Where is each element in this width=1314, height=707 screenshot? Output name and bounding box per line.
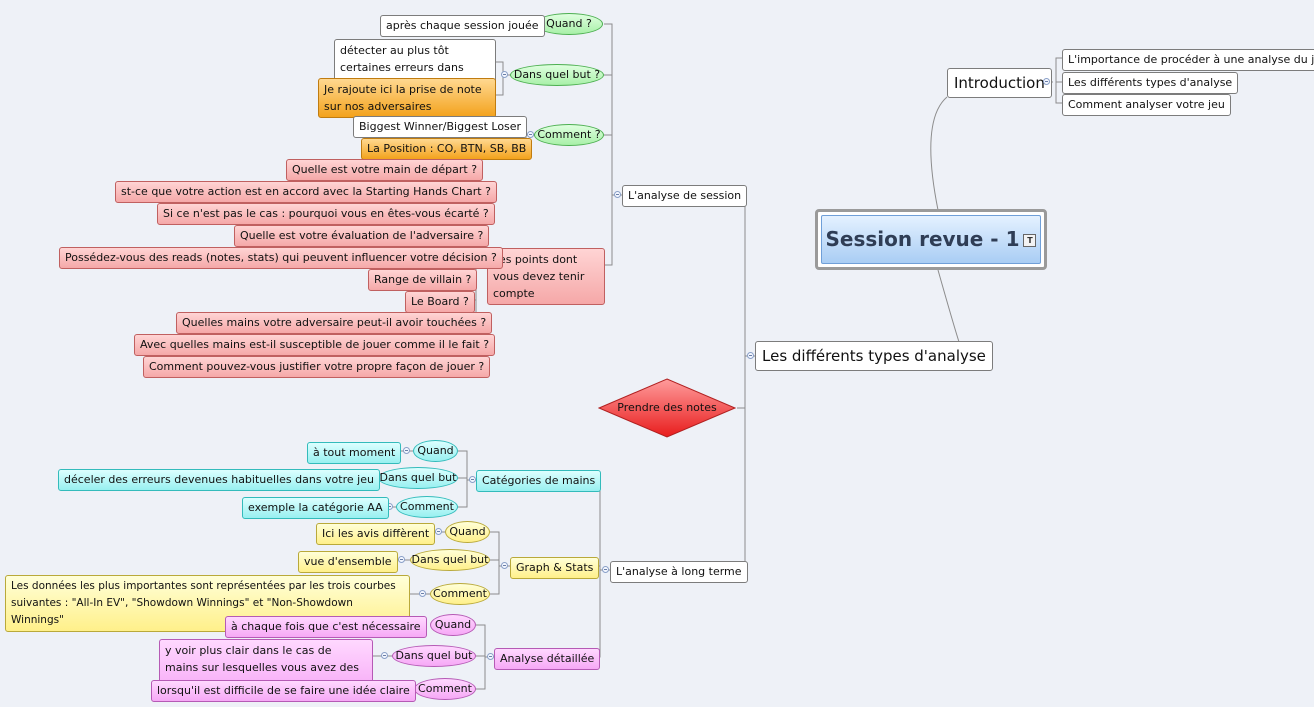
collapse-icon[interactable]: [602, 566, 609, 573]
node-comment[interactable]: Comment ?: [534, 124, 604, 146]
intro-item[interactable]: Les différents types d'analyse: [1062, 72, 1239, 94]
node-dans-quel-but[interactable]: Dans quel but: [410, 549, 490, 571]
node-dans-quel-but[interactable]: Dans quel but: [378, 467, 458, 489]
topic-introduction[interactable]: Introduction: [947, 68, 1052, 98]
topic-label: Les différents types d'analyse: [762, 347, 986, 365]
collapse-icon[interactable]: [487, 653, 494, 660]
points-item[interactable]: Le Board ?: [405, 291, 475, 313]
node-analyse-detaillee[interactable]: Analyse détaillée: [494, 648, 601, 670]
points-item[interactable]: Avec quelles mains est-il susceptible de…: [134, 334, 496, 356]
detail-quand-value[interactable]: à chaque fois que c'est nécessaire: [225, 616, 427, 638]
collapse-icon[interactable]: [419, 590, 426, 597]
collapse-icon[interactable]: [435, 528, 442, 535]
node-comment[interactable]: Comment: [396, 496, 458, 518]
collapse-icon[interactable]: [381, 652, 388, 659]
node-graph-stats[interactable]: Graph & Stats: [510, 557, 600, 579]
collapse-icon[interactable]: [501, 562, 508, 569]
topic-analyse-session[interactable]: L'analyse de session: [622, 185, 748, 207]
topic-analyse-long-terme[interactable]: L'analyse à long terme: [610, 561, 748, 583]
categories-but-value[interactable]: déceler des erreurs devenues habituelles…: [58, 469, 380, 491]
points-item[interactable]: Comment pouvez-vous justifier votre prop…: [143, 356, 491, 378]
node-quand[interactable]: Quand ?: [535, 13, 603, 35]
categories-comment-value[interactable]: exemple la catégorie AA: [242, 497, 389, 519]
node-comment[interactable]: Comment: [430, 583, 490, 605]
collapse-icon[interactable]: [501, 71, 508, 78]
points-item[interactable]: Si ce n'est pas le cas : pourquoi vous e…: [157, 203, 495, 225]
categories-quand-value[interactable]: à tout moment: [307, 442, 402, 464]
collapse-icon[interactable]: [469, 476, 476, 483]
node-dans-quel-but[interactable]: Dans quel but ?: [510, 64, 604, 86]
node-prendre-des-notes[interactable]: Prendre des notes: [598, 378, 736, 438]
topic-types-analyse[interactable]: Les différents types d'analyse: [755, 341, 993, 371]
points-item[interactable]: Range de villain ?: [368, 269, 478, 291]
points-item[interactable]: st-ce que votre action est en accord ave…: [115, 181, 497, 203]
collapse-icon[interactable]: [614, 191, 621, 198]
points-item[interactable]: Possédez-vous des reads (notes, stats) q…: [59, 247, 503, 269]
collapse-icon[interactable]: [1043, 78, 1050, 85]
node-points[interactable]: Les points dont vous devez tenir compte: [487, 248, 605, 305]
diamond-label: Prendre des notes: [617, 401, 717, 414]
text-note-icon[interactable]: T: [1023, 234, 1037, 247]
topic-label: Introduction: [954, 74, 1045, 92]
central-topic-title: Session revue - 1: [825, 227, 1020, 251]
graph-quand-value[interactable]: Ici les avis diffèrent: [316, 523, 436, 545]
diamond-shape: [598, 378, 736, 438]
node-comment[interactable]: Comment: [414, 678, 476, 700]
session-comment-item[interactable]: Biggest Winner/Biggest Loser: [353, 116, 528, 138]
session-but-item[interactable]: Je rajoute ici la prise de note sur nos …: [318, 78, 496, 118]
node-quand[interactable]: Quand: [430, 614, 476, 636]
intro-item[interactable]: Comment analyser votre jeu: [1062, 94, 1231, 116]
node-quand[interactable]: Quand: [413, 440, 458, 462]
node-categories[interactable]: Catégories de mains: [476, 470, 602, 492]
collapse-icon[interactable]: [527, 131, 534, 138]
points-item[interactable]: Quelle est votre main de départ ?: [286, 159, 484, 181]
detail-comment-value[interactable]: lorsqu'il est difficile de se faire une …: [151, 680, 416, 702]
collapse-icon[interactable]: [403, 447, 410, 454]
graph-but-value[interactable]: vue d'ensemble: [298, 551, 398, 573]
collapse-icon[interactable]: [398, 556, 405, 563]
session-quand-item[interactable]: après chaque session jouée: [380, 15, 545, 37]
points-item[interactable]: Quelles mains votre adversaire peut-il a…: [176, 312, 493, 334]
node-quand[interactable]: Quand: [445, 521, 490, 543]
intro-item[interactable]: L'importance de procéder à une analyse d…: [1062, 49, 1314, 71]
node-dans-quel-but[interactable]: Dans quel but: [392, 645, 476, 667]
collapse-icon[interactable]: [747, 352, 754, 359]
points-item[interactable]: Quelle est votre évaluation de l'adversa…: [234, 225, 490, 247]
session-comment-item[interactable]: La Position : CO, BTN, SB, BB: [361, 138, 533, 160]
